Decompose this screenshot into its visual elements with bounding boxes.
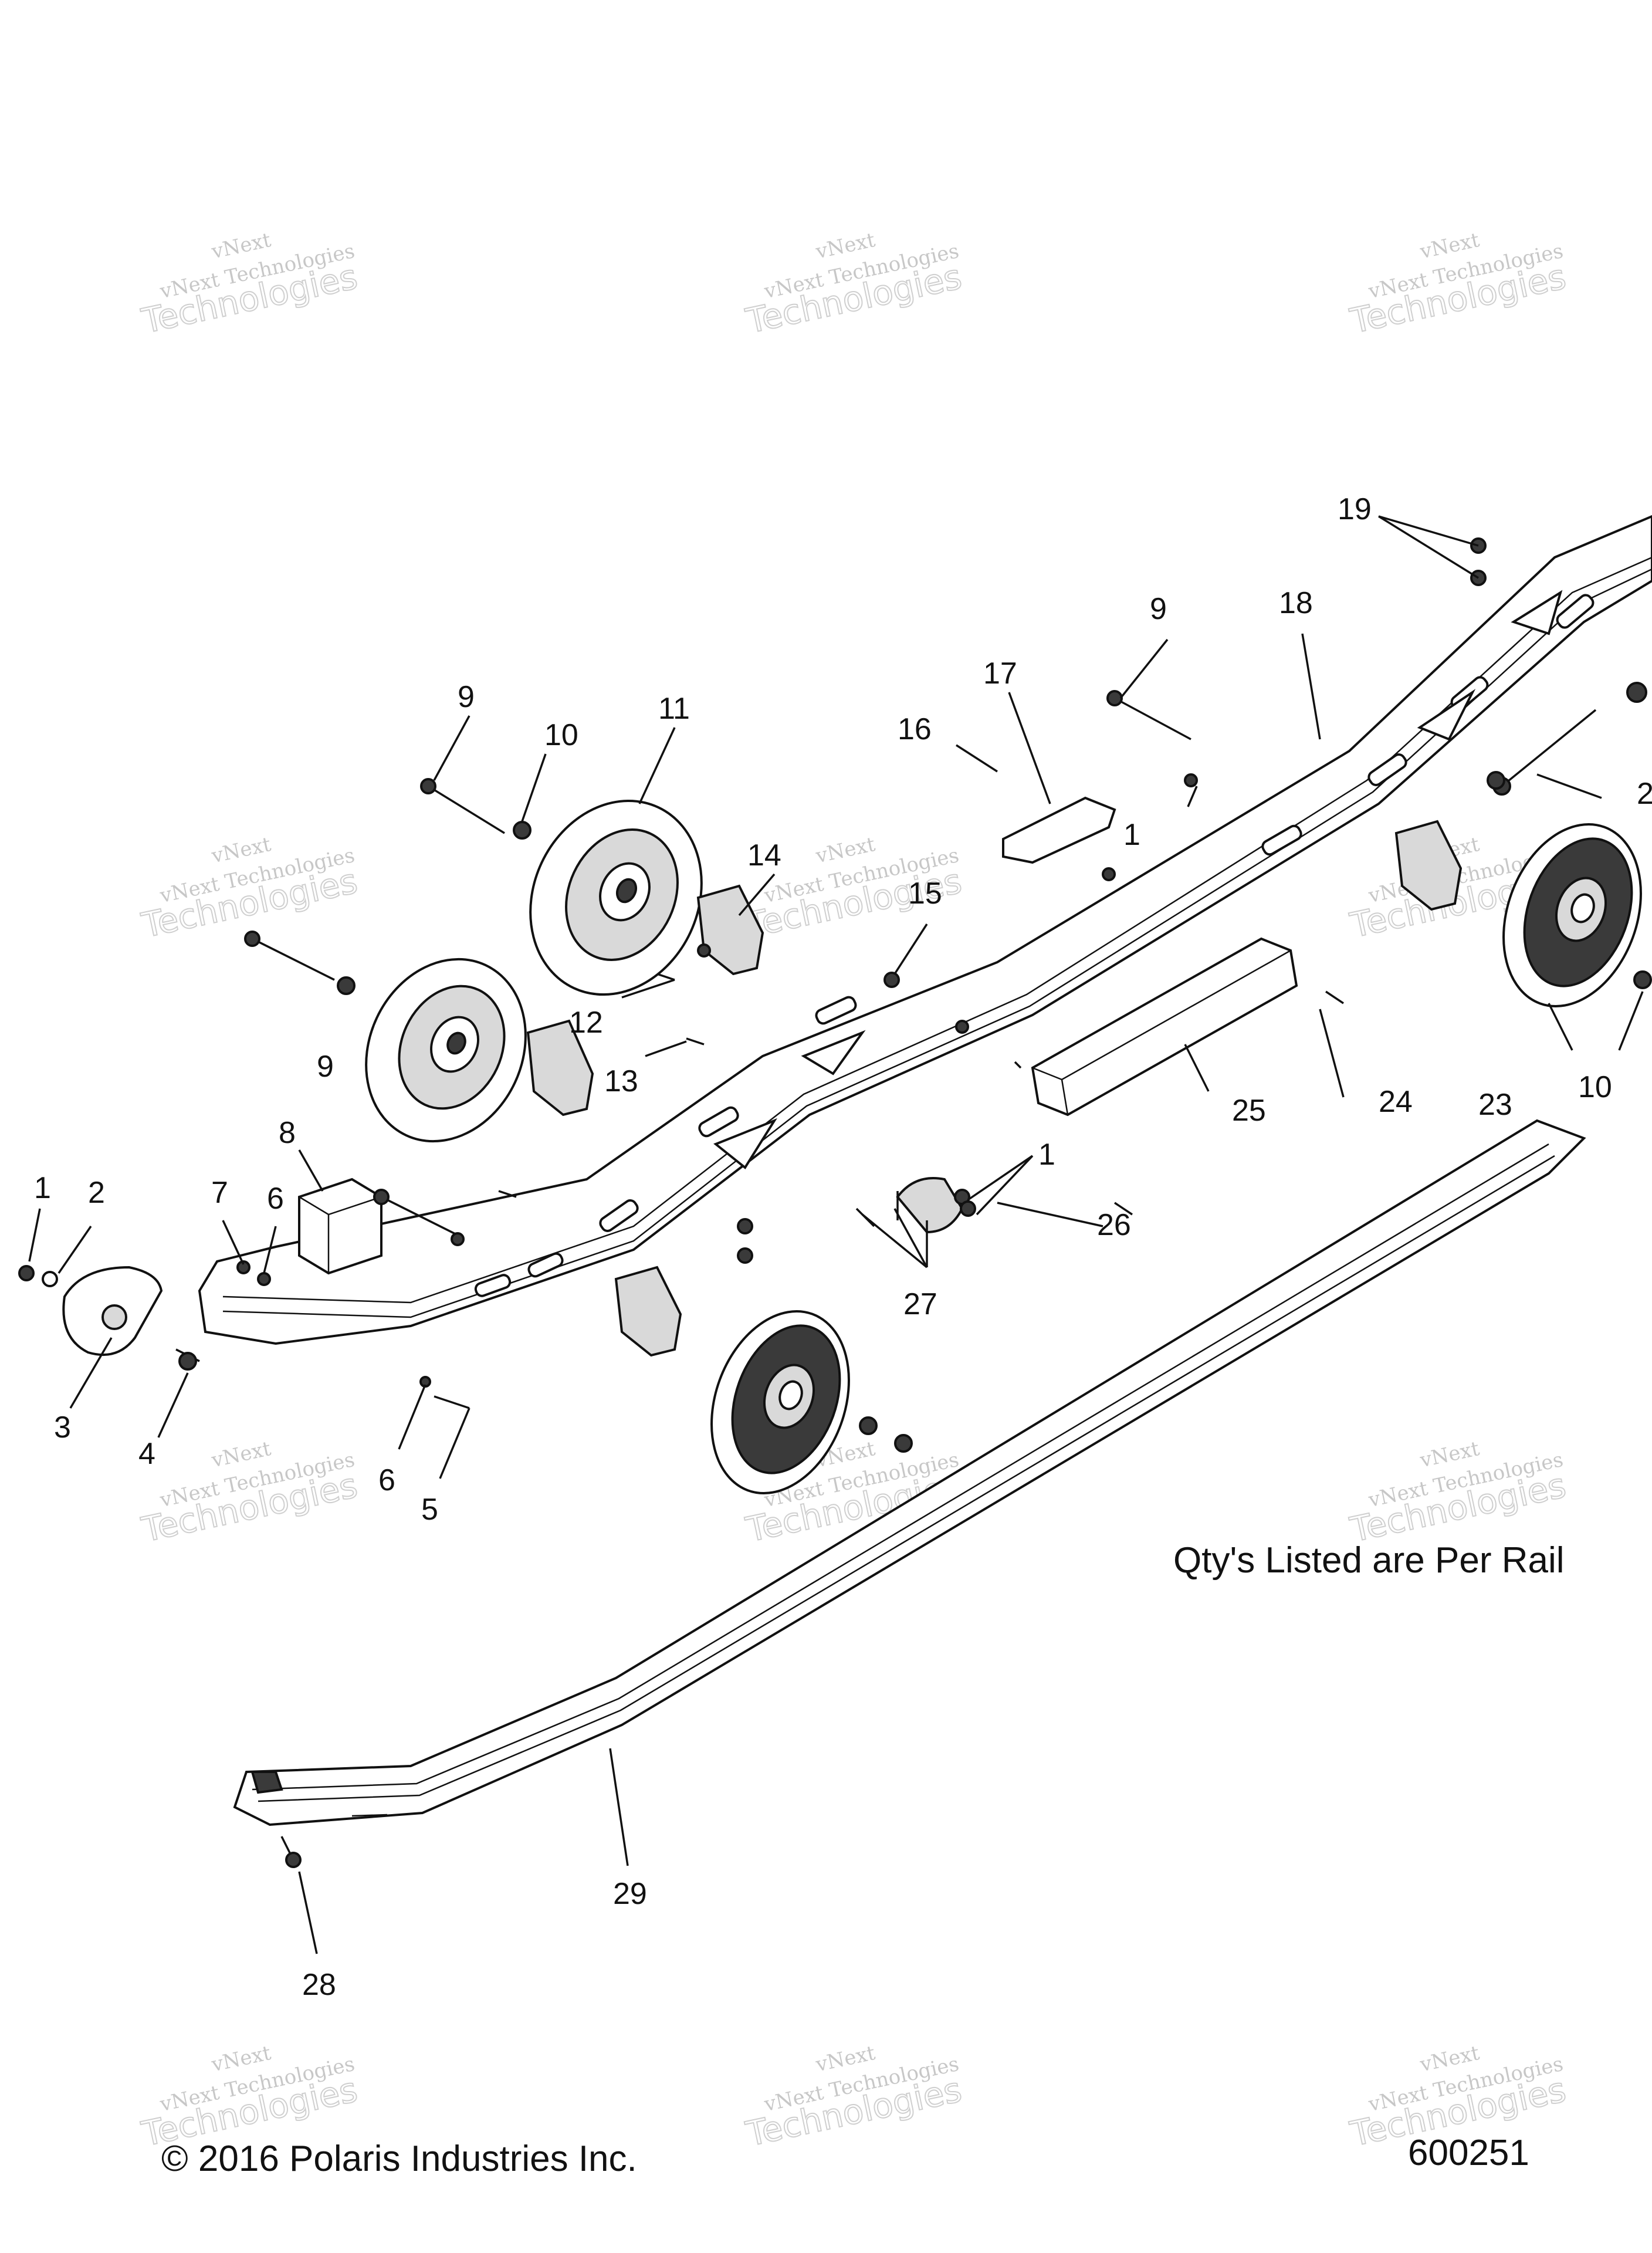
callout-label: 2 (1637, 777, 1652, 811)
callout-label: 9 (1150, 592, 1167, 626)
callout-label: 11 (658, 692, 690, 726)
idler-wheel-11 (529, 799, 703, 996)
watermark: vNext vNext Technologies Technologies (137, 228, 361, 341)
callout-label: 1 (1123, 818, 1140, 852)
callout-label: 1 (34, 1171, 51, 1205)
callout-label: 6 (378, 1463, 395, 1497)
callout-label: 16 (898, 712, 932, 746)
watermark: vNext vNext Technologies Technologies (137, 2041, 361, 2154)
callout-label: 17 (983, 657, 1017, 691)
watermark: vNext vNext Technologies Technologies (137, 1437, 361, 1550)
bumper-block (298, 1178, 382, 1275)
callout-labels: 1 2 3 4 5 6 6 7 8 9 9 9 10 10 11 12 13 1… (34, 492, 1652, 2002)
callout-label: 18 (1279, 586, 1313, 620)
callout-label: 12 (569, 1006, 603, 1040)
callout-label: 19 (1338, 492, 1372, 526)
idler-wheel-lower (365, 958, 527, 1143)
rail-tip-cap (62, 1266, 163, 1356)
callout-label: 6 (267, 1182, 284, 1216)
qty-note: Qty's Listed are Per Rail (1173, 1540, 1565, 1581)
watermark: vNext vNext Technologies Technologies (1346, 228, 1570, 341)
callout-label: 14 (747, 838, 781, 872)
callout-label: 4 (138, 1437, 155, 1471)
callout-label: 28 (302, 1968, 336, 2002)
drawing-number: 600251 (1408, 2133, 1529, 2173)
callout-label: 27 (903, 1287, 937, 1321)
callout-label: 8 (279, 1116, 296, 1150)
callout-label: 24 (1379, 1085, 1413, 1119)
spoked-wheel-front (710, 1310, 850, 1494)
rail-clip (1002, 796, 1116, 864)
callout-label: 29 (613, 1877, 647, 1911)
rail-slide (233, 1119, 1586, 1826)
callout-label: 2 (88, 1176, 105, 1210)
callout-label: 9 (317, 1050, 334, 1084)
watermark: vNext vNext Technologies Technologies (742, 2041, 966, 2154)
wheel-bracket-group (526, 820, 1463, 1357)
callout-label: 10 (544, 718, 578, 752)
watermark: vNext vNext Technologies Technologies (1346, 1437, 1570, 1550)
watermark: vNext vNext Technologies Technologies (742, 228, 966, 341)
callout-label: 23 (1478, 1088, 1512, 1122)
watermark: vNext vNext Technologies Technologies (137, 833, 361, 946)
callout-label: 9 (458, 680, 475, 714)
callout-label: 13 (604, 1064, 638, 1098)
callout-label: 7 (211, 1176, 228, 1210)
callout-label: 1 (1038, 1138, 1055, 1172)
callout-label: 26 (1097, 1208, 1131, 1242)
copyright-text: © 2016 Polaris Industries Inc. (161, 2139, 637, 2179)
callout-label: 10 (1578, 1070, 1612, 1104)
callout-label: 15 (908, 877, 942, 911)
callout-label: 25 (1232, 1094, 1266, 1128)
callout-label: 3 (54, 1410, 71, 1445)
wear-slider-block (1031, 937, 1298, 1117)
callout-leaders (28, 515, 1644, 1954)
spoked-wheel-rear (1502, 823, 1642, 1007)
callout-label: 5 (421, 1493, 438, 1527)
